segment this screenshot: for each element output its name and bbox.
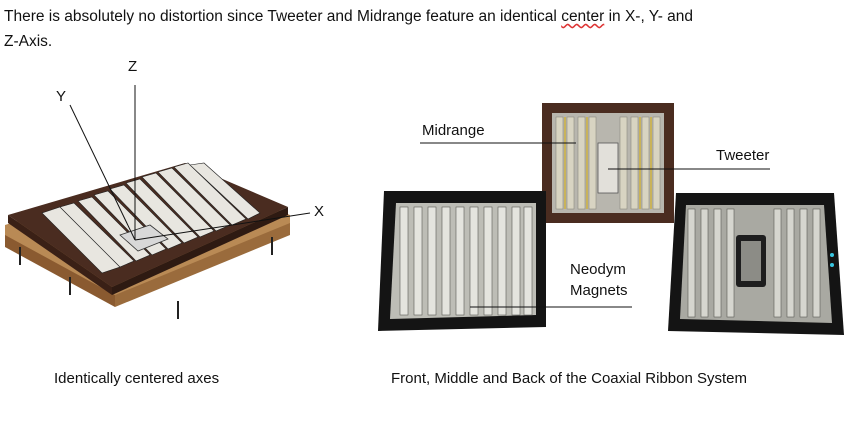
panel-legs [19,237,273,319]
intro-text-line2: Z-Axis. [4,33,53,50]
x-axis-line [134,212,311,241]
x-axis-label: X [314,203,325,220]
tweeter-element [597,142,619,194]
z-axis-label: Z [128,58,138,75]
coaxial-panels-illustration [378,103,844,335]
right-caption: Front, Middle and Back of the Coaxial Ri… [391,370,748,387]
intro-text-part2: in X-, Y- and [604,8,694,25]
intro-paragraph: There is absolutely no distortion since … [4,4,844,54]
middle-panel [542,103,674,223]
tweeter-label: Tweeter [716,147,770,164]
intro-underlined-word: center [561,8,605,25]
left-caption: Identically centered axes [54,370,220,387]
center-tweeter [119,224,169,252]
front-panel [378,191,546,331]
intro-text-part1: There is absolutely no distortion since … [4,8,562,25]
back-panel [668,193,844,335]
neodym-label-line2: Magnets [570,282,628,299]
axes-figure: Z Y X [0,55,340,355]
neodym-label-line1: Neodym [570,261,626,278]
y-axis-label: Y [56,88,67,105]
midrange-label: Midrange [422,122,485,139]
coaxial-system-figure: Midrange Tweeter Neodym Magnets [370,95,857,355]
y-axis-line [69,104,136,241]
neodym-magnets-label: Neodym Magnets [570,259,628,301]
axes-panel-illustration [5,85,311,319]
